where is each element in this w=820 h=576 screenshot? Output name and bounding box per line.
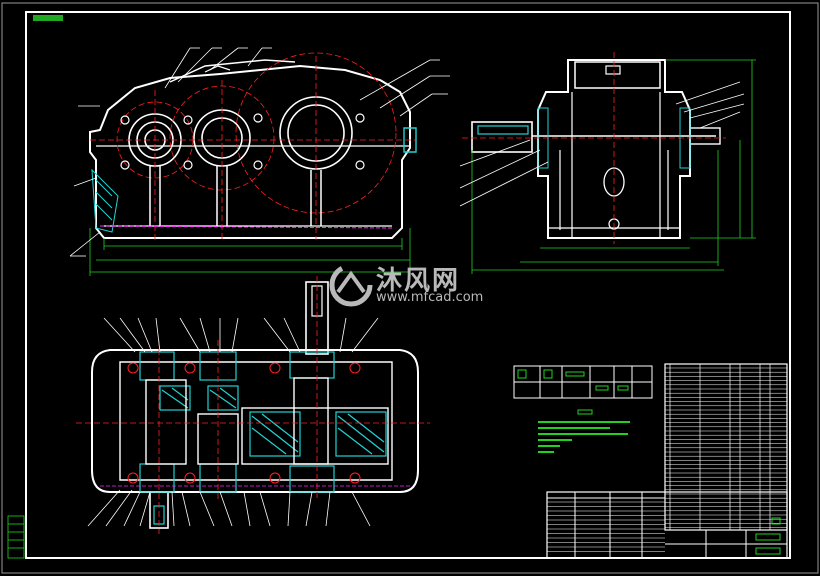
plan-view: [76, 276, 430, 534]
inner-frame: [25, 11, 791, 559]
technical-requirements: [538, 409, 630, 453]
watermark-cn: 沐风网: [376, 266, 461, 296]
watermark: 沐风网 www.mfcad.com: [328, 262, 498, 310]
technical-characteristics-table: [513, 365, 653, 399]
housing-outline: [89, 64, 411, 239]
side-housing: [537, 59, 691, 239]
parts-list-rows: [665, 367, 787, 528]
watermark-logo-icon: [329, 263, 373, 307]
title-block-rows: [547, 501, 665, 552]
plan-housing: [91, 349, 419, 493]
binding-strip: [7, 515, 25, 559]
side-view: [459, 52, 756, 274]
front-view: [69, 47, 450, 276]
watermark-url: www.mfcad.com: [376, 290, 484, 305]
title-tab: [33, 15, 63, 21]
